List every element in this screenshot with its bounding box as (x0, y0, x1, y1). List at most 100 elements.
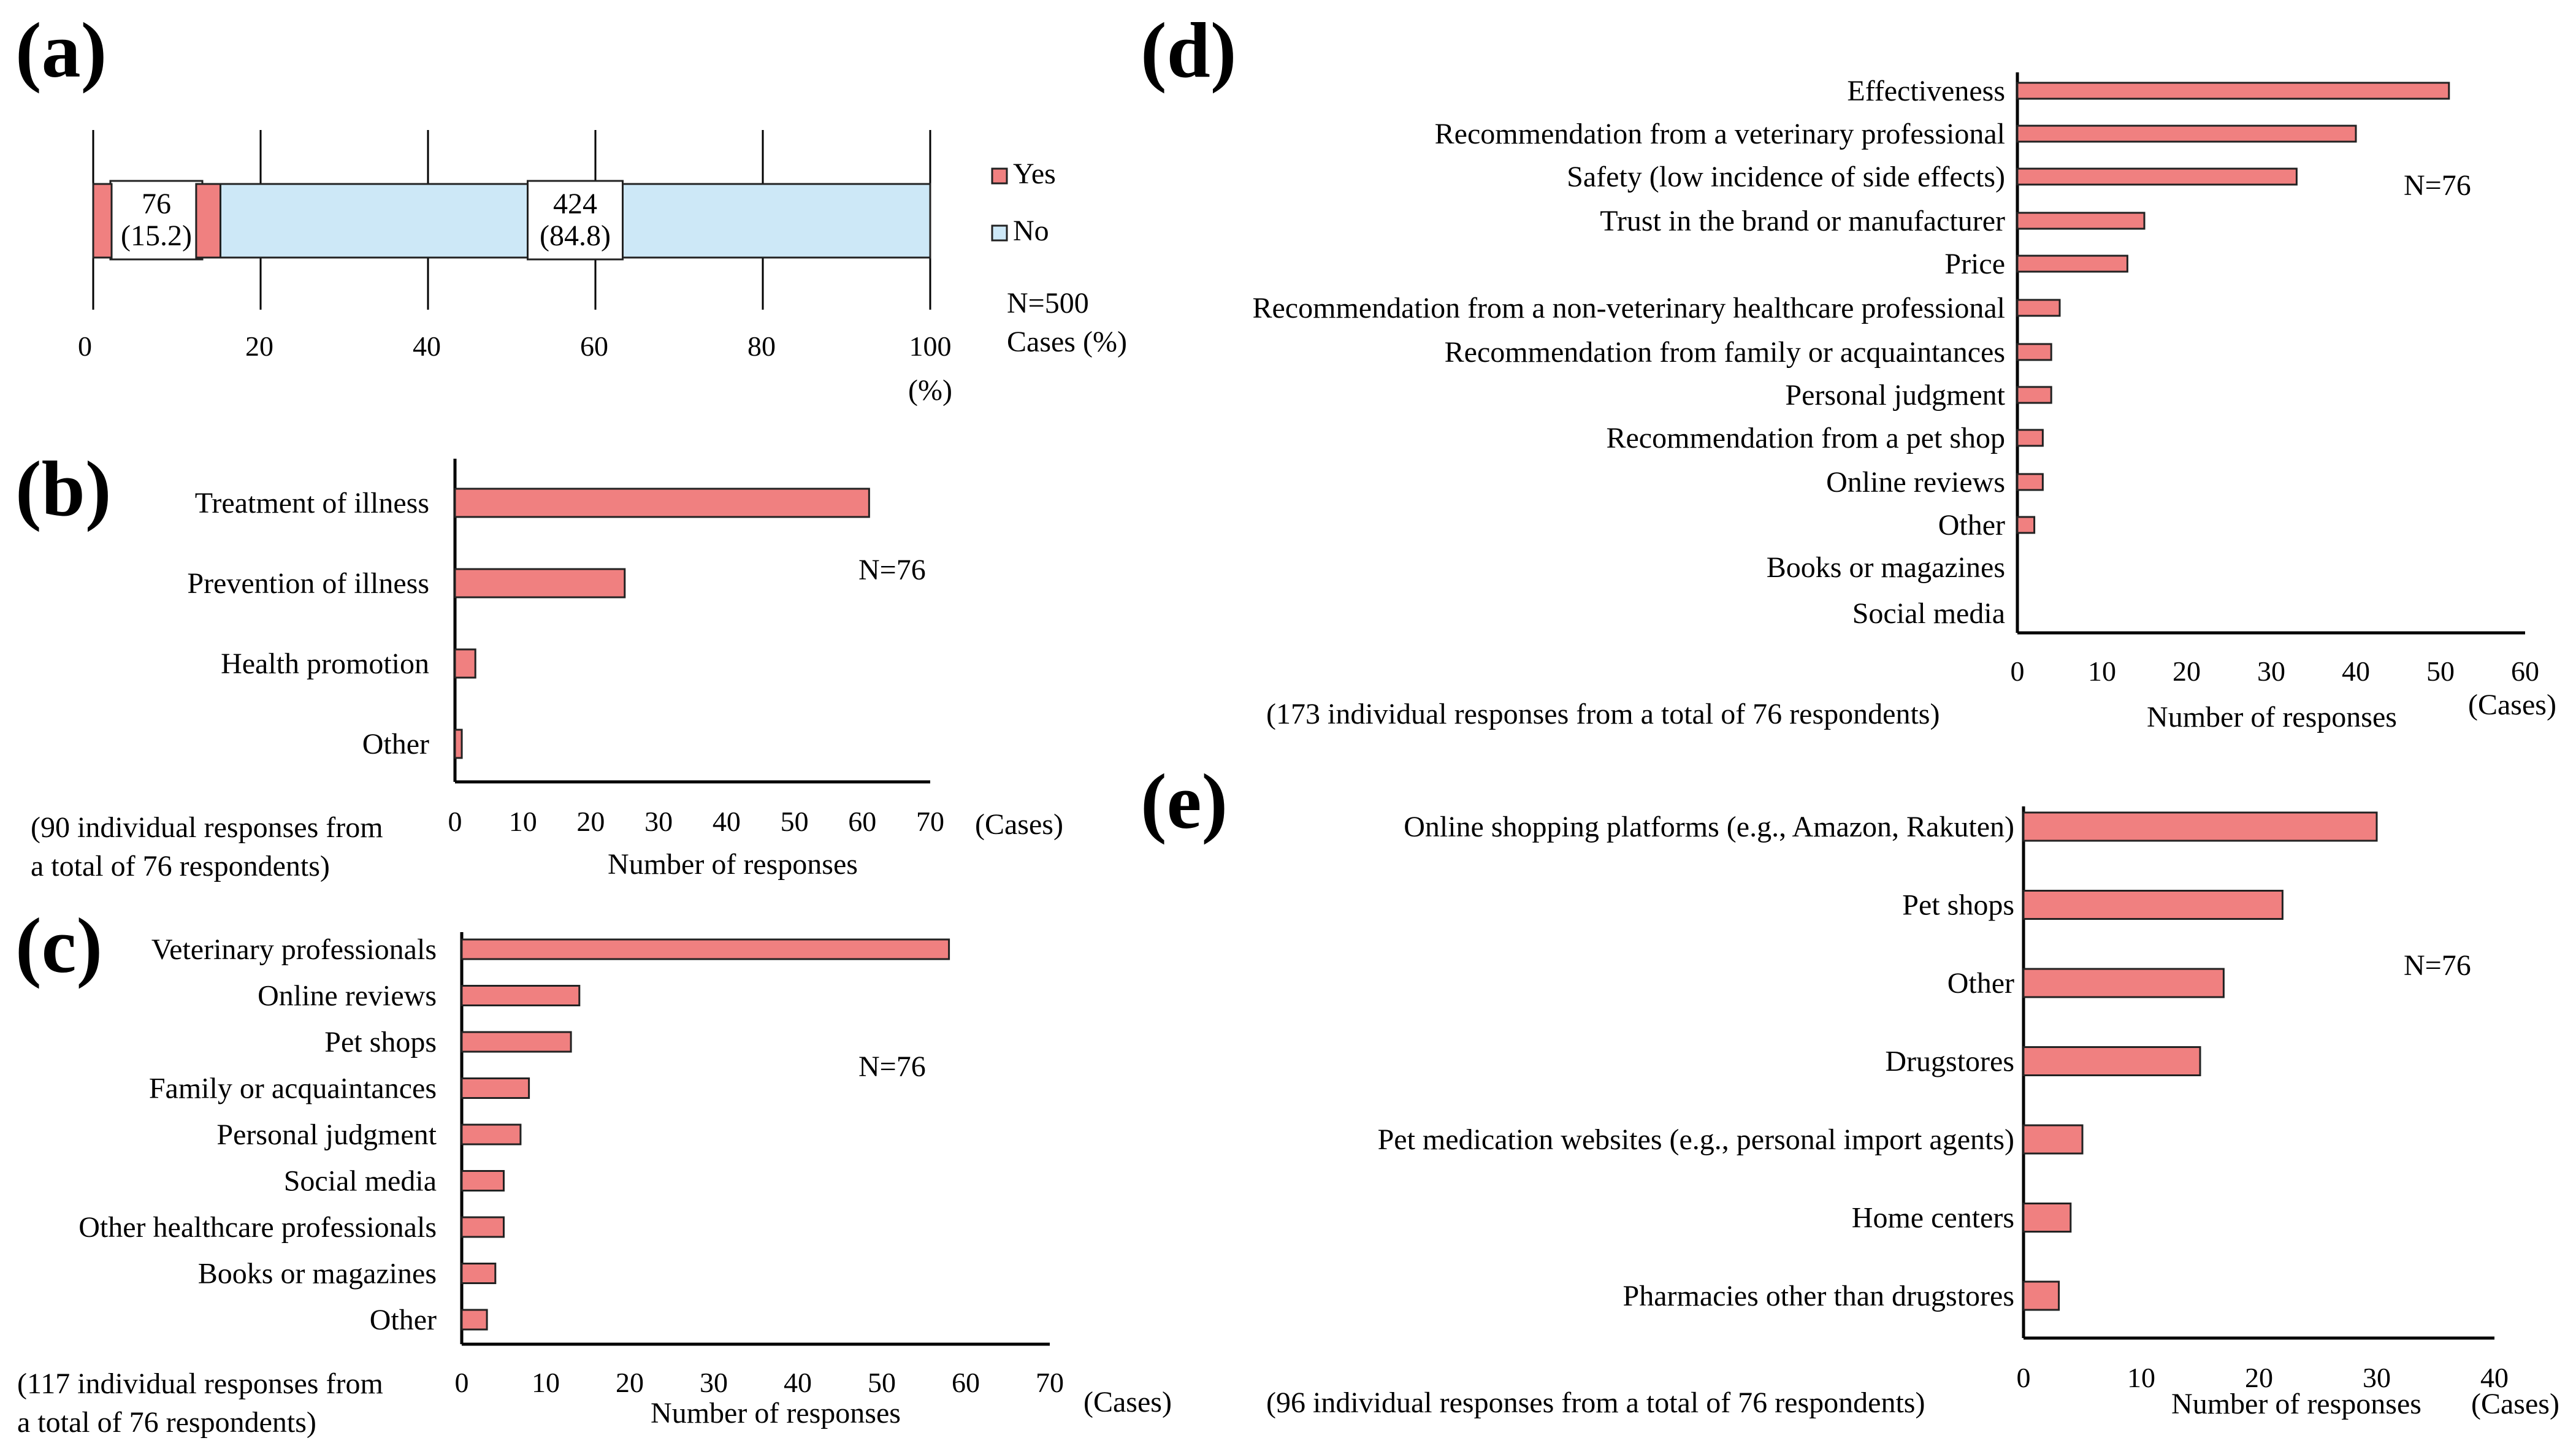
x-tick-label: 10 (532, 1367, 560, 1398)
responses-note: a total of 76 respondents) (31, 850, 330, 882)
bar (454, 729, 463, 759)
category-label: Other (362, 728, 429, 760)
x-tick-label: 100 (909, 331, 952, 362)
responses-note: (96 individual responses from a total of… (1266, 1387, 1925, 1419)
bar (461, 1309, 488, 1331)
x-axis-label: Number of responses (608, 848, 858, 881)
legend-swatch (991, 224, 1008, 242)
bar (2022, 1280, 2060, 1311)
x-tick-label: 10 (509, 806, 537, 837)
category-label: Social media (284, 1165, 437, 1198)
n-annotation: N=500 (1007, 287, 1089, 319)
panel-label: (e) (1141, 758, 1228, 845)
bar (461, 1170, 505, 1192)
bar (461, 985, 581, 1006)
x-tick-label: 40 (713, 806, 741, 837)
x-tick-label: 20 (245, 331, 273, 362)
n-annotation: N=76 (2404, 949, 2471, 982)
x-tick-label: 70 (916, 806, 944, 837)
x-tick-label: 70 (1036, 1367, 1064, 1398)
x-tick-label: 40 (784, 1367, 812, 1398)
category-label: Trust in the brand or manufacturer (1600, 205, 2005, 237)
n-annotation: N=76 (2404, 169, 2471, 202)
category-label: Online reviews (1826, 466, 2005, 499)
x-tick-label: 40 (2480, 1362, 2509, 1393)
category-label: Books or magazines (198, 1258, 437, 1290)
category-label: Veterinary professionals (151, 933, 437, 966)
bar (2022, 968, 2225, 998)
x-tick-label: 40 (2342, 656, 2370, 687)
category-label: Personal judgment (1785, 379, 2005, 411)
x-axis-label: Number of responses (2147, 701, 2397, 733)
x-tick-label: 60 (580, 331, 608, 362)
category-label: Online reviews (258, 980, 437, 1012)
x-tick-label: 50 (2426, 656, 2455, 687)
x-tick-label: 0 (448, 806, 462, 837)
category-label: Pharmacies other than drugstores (1623, 1280, 2014, 1312)
category-label: Effectiveness (1847, 75, 2005, 107)
x-tick-label: 10 (2088, 656, 2116, 687)
panel-4: (e) Online shopping platforms (e.g., Amaz… (1141, 758, 2559, 1420)
category-label: Other (1947, 967, 2014, 1000)
legend-label: No (1013, 215, 1049, 247)
responses-note: (117 individual responses from (17, 1368, 383, 1400)
category-label: Other (1938, 509, 2005, 541)
responses-note: (90 individual responses from (31, 811, 383, 844)
x-tick-label: 30 (644, 806, 673, 837)
category-label: Pet shops (324, 1026, 437, 1058)
x-tick-label: 40 (413, 331, 441, 362)
x-tick-label: 10 (2127, 1362, 2155, 1393)
category-label: Other (370, 1304, 437, 1336)
bar (2016, 82, 2450, 100)
bar (2016, 473, 2044, 491)
x-unit-label: (Cases) (975, 808, 1063, 841)
x-tick-label: 0 (78, 331, 92, 362)
responses-note: (173 individual responses from a total o… (1266, 698, 1940, 730)
x-tick-label: 50 (781, 806, 809, 837)
x-tick-label: 60 (2511, 656, 2539, 687)
value-label: (84.8) (540, 220, 611, 252)
responses-note: a total of 76 respondents) (17, 1406, 316, 1439)
panel-label: (c) (15, 902, 102, 989)
x-tick-label: 0 (2011, 656, 2025, 687)
value-label: 76 (142, 188, 171, 220)
bar (461, 938, 950, 960)
bar (2016, 167, 2298, 186)
bar (2022, 811, 2378, 842)
x-tick-label: 30 (700, 1367, 728, 1398)
category-label: Other healthcare professionals (78, 1211, 437, 1244)
category-label: Drugstores (1885, 1046, 2014, 1078)
category-label: Recommendation from a non-veterinary hea… (1252, 292, 2005, 324)
x-tick-label: 60 (952, 1367, 980, 1398)
bar (461, 1077, 530, 1099)
category-label: Online shopping platforms (e.g., Amazon,… (1404, 811, 2014, 843)
value-label-box (527, 180, 624, 261)
category-label: Recommendation from a pet shop (1606, 422, 2005, 454)
x-tick-label: 50 (868, 1367, 896, 1398)
x-unit-label: (%) (908, 374, 952, 407)
category-label: Safety (low incidence of side effects) (1567, 161, 2005, 193)
category-label: Books or magazines (1767, 551, 2005, 584)
x-unit-label: (Cases) (1084, 1386, 1172, 1418)
bar (461, 1216, 505, 1238)
x-tick-label: 80 (747, 331, 776, 362)
bar (2016, 124, 2357, 143)
n-annotation: N=76 (858, 554, 926, 586)
bar-segment-yes-left (92, 183, 113, 259)
x-tick-label: 20 (2173, 656, 2201, 687)
panel-label: (b) (15, 445, 111, 532)
x-tick-label: 30 (2363, 1362, 2391, 1393)
category-label: Pet shops (1902, 889, 2014, 922)
x-axis-label: Number of responses (2171, 1388, 2421, 1420)
bar (2016, 343, 2052, 361)
cases-note: Cases (%) (1007, 326, 1127, 358)
x-unit-label: (Cases) (2471, 1388, 2559, 1420)
bar (2016, 299, 2061, 317)
category-label: Pet medication websites (e.g., personal … (1378, 1123, 2014, 1156)
category-label: Family or acquaintances (149, 1073, 437, 1105)
value-label: (15.2) (121, 220, 192, 252)
